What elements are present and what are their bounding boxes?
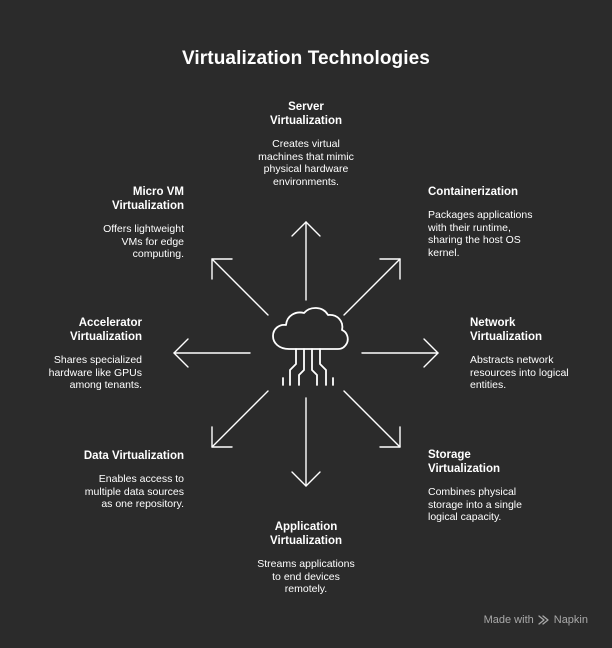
node-accelerator-virtualization: Accelerator Virtualization Shares specia… [12,316,142,392]
node-description: Creates virtual machines that mimic phys… [258,138,354,188]
node-containerization: Containerization Packages applications w… [428,185,588,259]
arrow-right [361,338,439,368]
node-heading: Data Virtualization [83,450,184,462]
node-server-virtualization: Server Virtualization Creates virtual ma… [226,100,386,188]
arrow-up-left [211,258,269,316]
node-description: Shares specialized hardware like GPUs am… [48,354,142,391]
node-heading: Accelerator Virtualization [70,317,142,343]
node-description: Combines physical storage into a single … [428,486,522,523]
node-heading: Containerization [428,186,519,198]
arrow-down-right [343,390,401,448]
arrow-left [173,338,251,368]
node-heading: Network Virtualization [470,317,542,343]
node-microvm-virtualization: Micro VM Virtualization Offers lightweig… [24,185,184,261]
node-heading: Storage Virtualization [428,449,500,475]
node-heading: Micro VM Virtualization [112,186,184,212]
node-description: Streams applications to end devices remo… [257,558,355,595]
node-network-virtualization: Network Virtualization Abstracts network… [470,316,600,392]
node-data-virtualization: Data Virtualization Enables access to mu… [24,449,184,511]
node-description: Abstracts network resources into logical… [470,354,569,391]
cloud-circuit-icon [272,307,349,386]
arrow-up-right [343,258,401,316]
node-heading: Application Virtualization [270,521,342,547]
node-heading: Server Virtualization [270,101,342,127]
made-with-label: Made with [483,614,534,626]
arrow-down-left [211,390,269,448]
node-description: Offers lightweight VMs for edge computin… [103,223,184,260]
diagram-title: Virtualization Technologies [182,48,430,69]
footer-attribution[interactable]: Made with Napkin [484,614,588,626]
arrow-down [291,397,321,487]
node-description: Packages applications with their runtime… [428,209,533,259]
napkin-brand-label: Napkin [553,614,588,626]
node-storage-virtualization: Storage Virtualization Combines physical… [428,448,588,524]
node-description: Enables access to multiple data sources … [84,473,184,510]
arrow-up [291,221,321,301]
napkin-logo-icon [538,615,549,625]
node-application-virtualization: Application Virtualization Streams appli… [226,520,386,596]
